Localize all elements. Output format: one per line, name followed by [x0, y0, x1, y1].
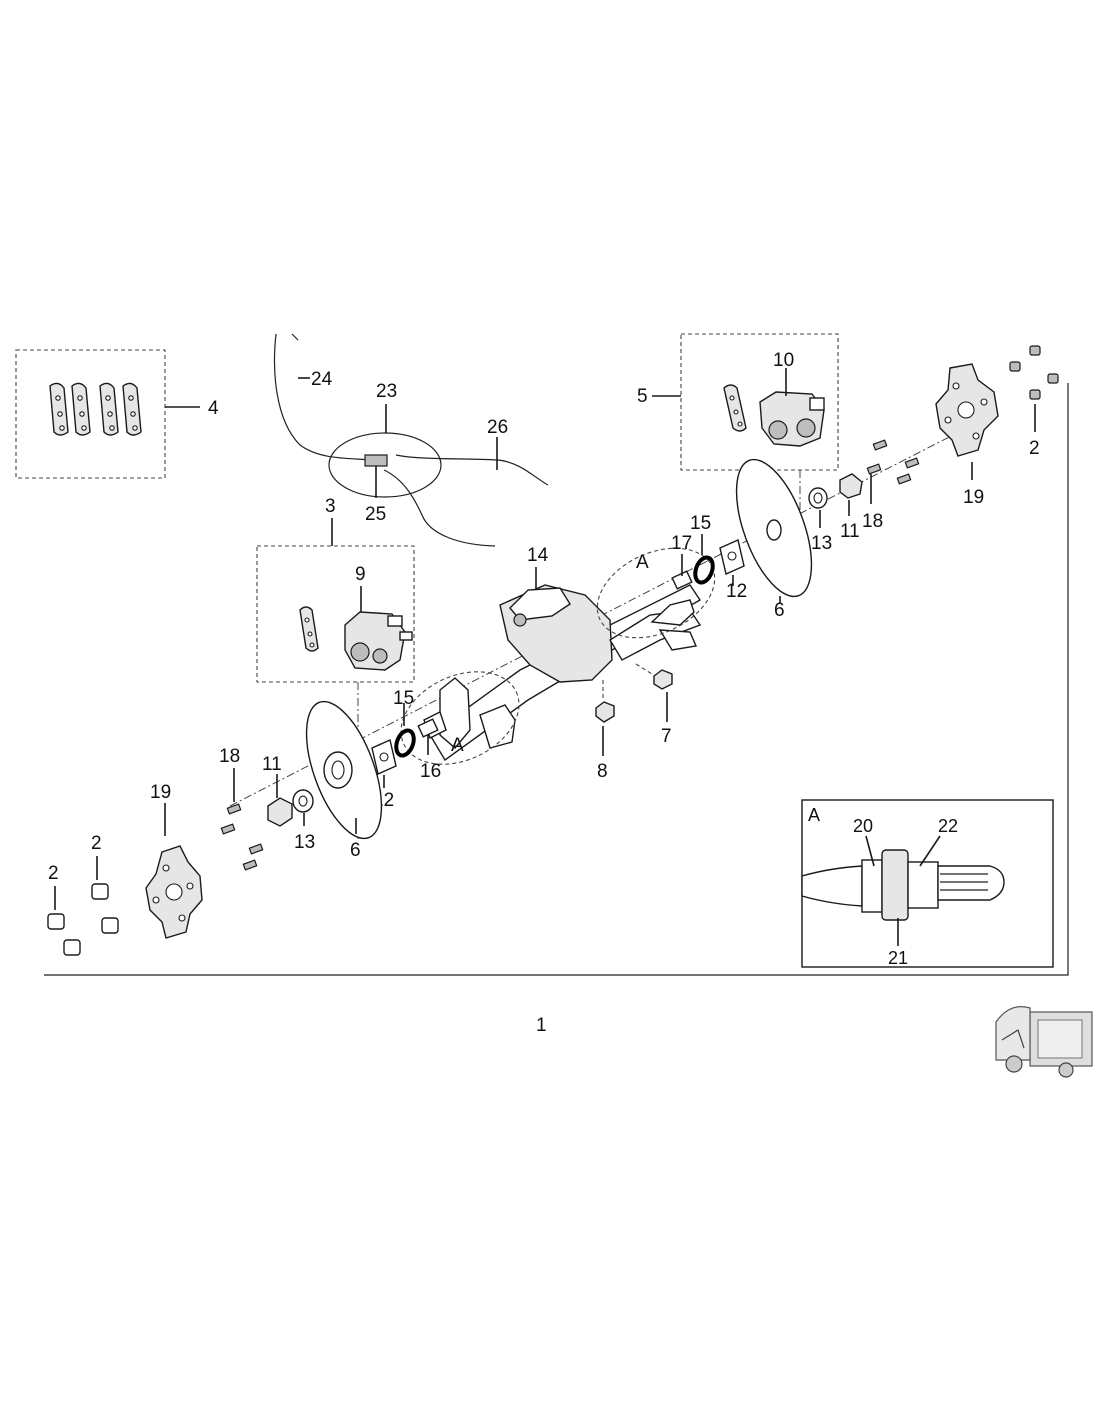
disc-left: 6 [305, 700, 383, 861]
callout-16: 16 [420, 761, 441, 782]
callout-19-left: 19 [150, 782, 171, 803]
callout-13-right: 13 [811, 533, 832, 554]
callout-13-left: 13 [294, 832, 315, 853]
left-hub-parts: 13 11 18 [219, 746, 315, 871]
brake-pad-icon [49, 382, 142, 436]
callout-25: 25 [365, 504, 386, 525]
callout-15-right: 15 [690, 513, 711, 534]
callout-12-right: 12 [726, 581, 747, 602]
callout-3: 3 [325, 496, 336, 517]
callout-2-right: 2 [1029, 438, 1040, 459]
hub-nut-icon [839, 473, 863, 499]
hex-plug-icon [595, 701, 615, 723]
callout-8: 8 [597, 761, 608, 782]
detail-mark-right: A [636, 552, 649, 573]
wheel-hub-right: 19 2 [935, 345, 1059, 508]
callout-18-left: 18 [219, 746, 240, 767]
callout-18-right: 18 [862, 511, 883, 532]
callout-20: 20 [853, 816, 873, 836]
callout-26: 26 [487, 417, 508, 438]
callout-4: 4 [208, 398, 219, 419]
callout-6-right: 6 [774, 600, 785, 621]
wheel-nut-icon [1009, 345, 1059, 400]
callout-15-left: 15 [393, 688, 414, 709]
detail-mark-left: A [451, 735, 464, 756]
callout-2-left-b: 2 [48, 863, 59, 884]
detail-inset-a: A 20 22 21 [801, 799, 1054, 968]
callout-23: 23 [376, 381, 397, 402]
disc-right: 6 [735, 458, 813, 621]
brake-pads-kit: 4 [15, 349, 219, 479]
detail-circle-left: A [400, 671, 520, 765]
right-hub-parts: 13 11 18 [808, 439, 920, 554]
callout-6-left: 6 [350, 840, 361, 861]
oring-icon [693, 555, 715, 585]
oring-icon [394, 728, 416, 758]
plug-7: 7 [635, 663, 673, 747]
caliper-kit-left: 3 9 [256, 496, 415, 840]
caliper-left-icon [299, 606, 413, 671]
callout-17: 17 [671, 533, 692, 554]
caliper-right-icon [723, 384, 825, 447]
callout-22: 22 [938, 816, 958, 836]
callout-5: 5 [637, 386, 648, 407]
callout-11-left: 11 [262, 754, 282, 775]
hex-plug-icon [653, 669, 673, 690]
callout-24: 24 [311, 369, 333, 390]
assembly-frame [44, 383, 1069, 976]
assembly-number: 1 [536, 1015, 547, 1036]
cable-connector-icon [364, 454, 388, 467]
callout-10: 10 [773, 350, 794, 371]
brake-cable-set: 24 23 26 25 [273, 333, 549, 547]
wheel-hub-left: 19 2 2 [47, 782, 203, 956]
callout-14: 14 [527, 545, 549, 566]
callout-21: 21 [888, 948, 908, 968]
left-shaft-parts: 16 15 12 [371, 688, 441, 811]
wheel-nut-icon [47, 883, 119, 956]
callout-7: 7 [661, 726, 672, 747]
stud-icon [220, 803, 264, 871]
plug-8: 8 [595, 680, 615, 782]
vehicle-thumbnail-icon [995, 1006, 1093, 1078]
inset-mark: A [808, 805, 820, 825]
right-shaft-parts: 17 15 12 [671, 513, 747, 602]
hub-nut-icon [267, 797, 293, 827]
callout-19-right: 19 [963, 487, 984, 508]
callout-9: 9 [355, 564, 366, 585]
callout-11-right: 11 [840, 521, 860, 542]
stud-icon [866, 439, 920, 485]
axle-housing: 14 [229, 433, 956, 807]
callout-2-left-a: 2 [91, 833, 102, 854]
caliper-kit-right: 5 10 [637, 333, 839, 528]
